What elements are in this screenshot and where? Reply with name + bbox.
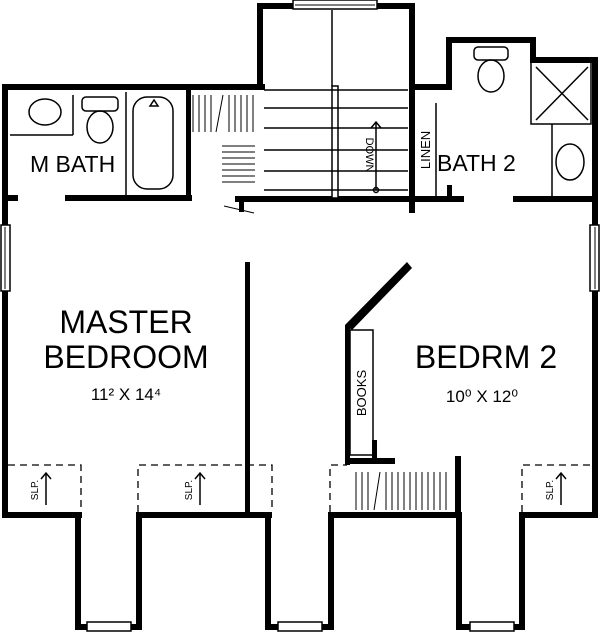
room-label-master-bedroom-line2: BEDROOM (43, 339, 208, 375)
fixtures (8, 10, 592, 512)
room-label-master-bedroom-line1: MASTER (59, 304, 192, 340)
shower-icon (530, 61, 592, 125)
sloped-label: SLP. (184, 480, 195, 500)
room-labels: M BATH BATH 2 MASTER BEDROOM 11² X 14⁴ B… (30, 131, 557, 500)
bookshelf (349, 329, 374, 456)
toilet-icon (477, 59, 505, 93)
sloped-label: SLP. (545, 480, 556, 500)
staircase (264, 10, 408, 199)
sink-icon (555, 143, 585, 181)
bathtub-icon (132, 96, 174, 190)
sloped-ceiling-areas (8, 464, 592, 512)
linen-label: LINEN (418, 131, 433, 169)
closet-shelving (355, 471, 447, 511)
room-dimensions-master-bedroom: 11² X 14⁴ (91, 385, 161, 404)
closet-shelving (192, 94, 255, 214)
room-label-bath2: BATH 2 (437, 150, 516, 176)
toilet-icon (86, 110, 114, 144)
books-label: BOOKS (354, 370, 369, 417)
stairs-down-label: DOWN (363, 138, 375, 173)
sink-icon (28, 98, 62, 126)
sloped-label: SLP. (30, 480, 41, 500)
room-label-bedroom2: BEDRM 2 (415, 339, 557, 375)
toilet-tank-icon (81, 96, 119, 112)
interior-walls (2, 88, 598, 514)
room-label-master-bath: M BATH (30, 151, 115, 177)
toilet-tank-icon (473, 46, 509, 61)
room-dimensions-bedroom2: 10⁰ X 12⁰ (446, 387, 518, 406)
